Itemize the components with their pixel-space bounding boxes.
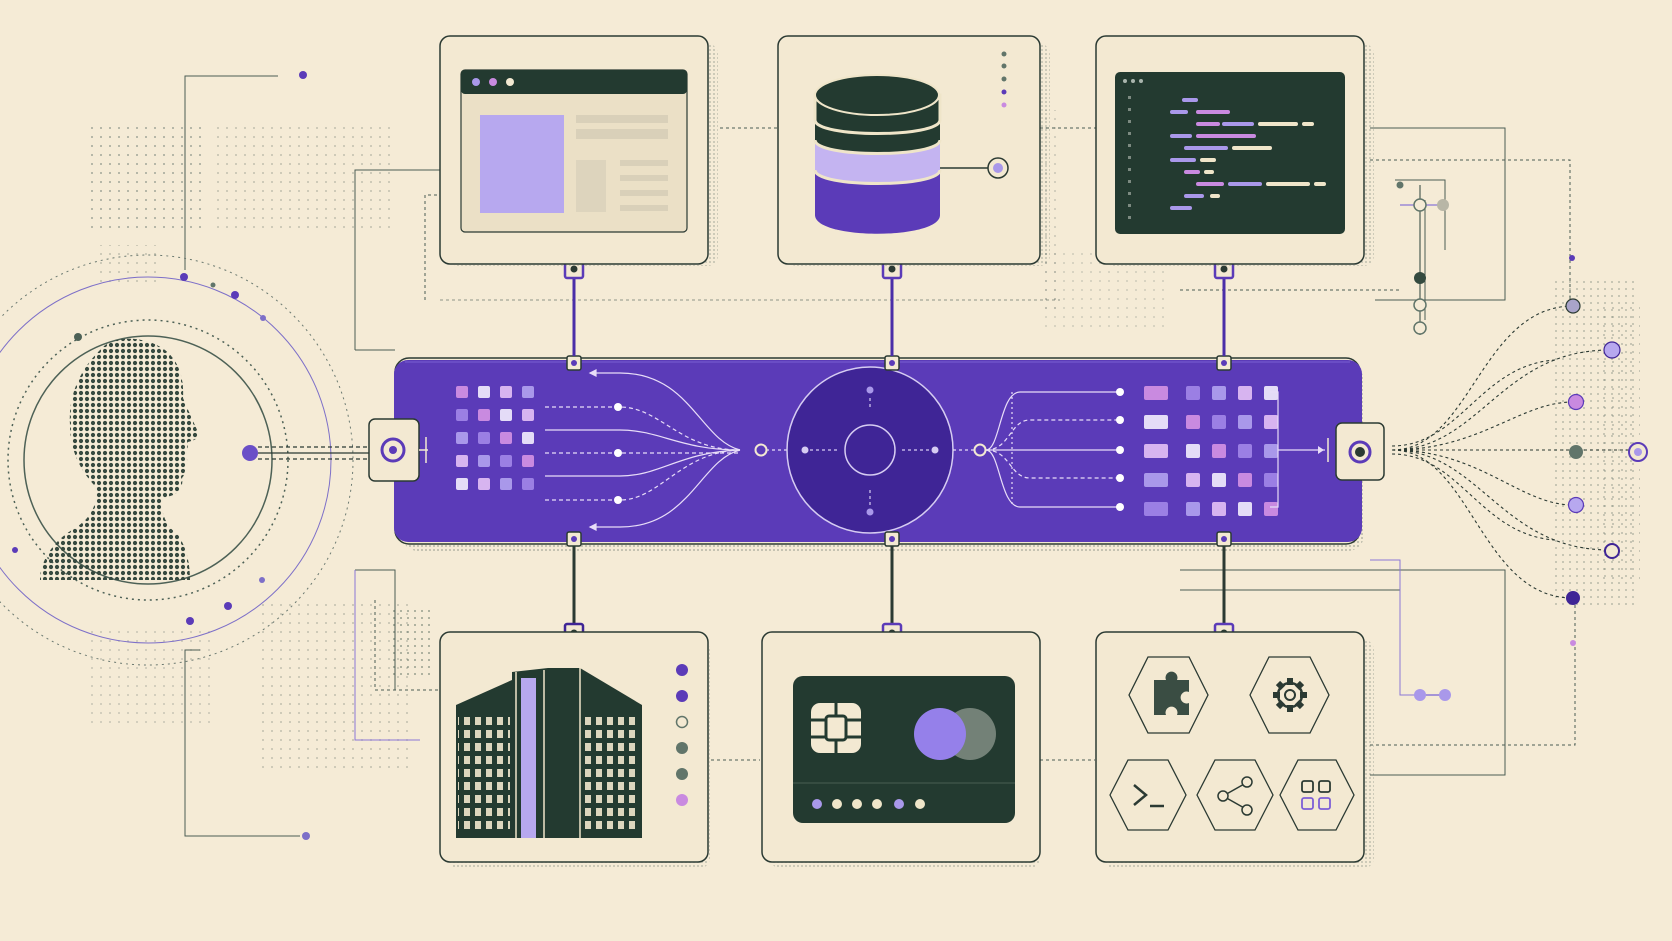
- grid-cell: [522, 432, 534, 444]
- routing-hub-icon: [786, 366, 954, 534]
- grid-cell: [1144, 502, 1168, 516]
- grid-cell: [1144, 386, 1168, 400]
- gear-icon: [1273, 678, 1307, 712]
- grid-cell: [1264, 473, 1278, 487]
- grid-cell: [1238, 415, 1252, 429]
- fan-out-outputs-icon: [1391, 255, 1648, 646]
- grid-cell: [1264, 444, 1278, 458]
- integrations-card: [1095, 631, 1374, 868]
- ingress-port: [368, 418, 428, 482]
- background-dot-fields: [86, 110, 1640, 770]
- grid-cell: [1212, 502, 1226, 516]
- grid-cell: [1264, 386, 1278, 400]
- office-building-card: [439, 631, 710, 868]
- payment-card-card: [761, 631, 1041, 868]
- grid-cell: [1264, 415, 1278, 429]
- grid-cell: [522, 386, 534, 398]
- outgoing-response-grid: [1144, 386, 1278, 516]
- grid-cell: [1212, 473, 1226, 487]
- web-app-card: [439, 35, 718, 266]
- browser-window-icon: [460, 69, 688, 233]
- grid-cell: [1212, 386, 1226, 400]
- grid-cell: [1186, 473, 1200, 487]
- grid-cell: [456, 432, 468, 444]
- grid-cell: [1186, 502, 1200, 516]
- grid-cell: [478, 386, 490, 398]
- puzzle-icon: [1154, 671, 1189, 715]
- grid-cell: [478, 409, 490, 421]
- incoming-routing-lines: [545, 369, 790, 531]
- grid-cell: [478, 455, 490, 467]
- grid-cell: [500, 455, 512, 467]
- grid-cell: [1212, 415, 1226, 429]
- share-icon: [1217, 776, 1253, 816]
- user-silhouette-icon: [40, 338, 199, 580]
- credit-card-icon: [793, 676, 1015, 823]
- code-editor-icon: [1115, 72, 1345, 234]
- chip-icon: [811, 703, 861, 753]
- grid-cell: [500, 432, 512, 444]
- grid-cell: [478, 478, 490, 490]
- grid-cell: [478, 432, 490, 444]
- grid-cell: [1238, 502, 1252, 516]
- grid-cell: [1186, 444, 1200, 458]
- grid-cell: [456, 386, 468, 398]
- grid-cell: [522, 409, 534, 421]
- grid-cell: [1238, 473, 1252, 487]
- terminal-icon: [1133, 784, 1164, 808]
- grid-cell: [1144, 473, 1168, 487]
- database-card: [777, 35, 1050, 266]
- grid-cell: [500, 409, 512, 421]
- user-node: [0, 71, 370, 840]
- grid-cell: [522, 455, 534, 467]
- code-editor-card: [1095, 35, 1374, 266]
- grid-cell: [1144, 444, 1168, 458]
- card-number-dots: [812, 799, 925, 809]
- database-icon: [813, 74, 1009, 234]
- grid-cell: [1212, 444, 1226, 458]
- egress-port: [1327, 422, 1385, 481]
- grid-cell: [500, 386, 512, 398]
- outgoing-routing-lines: [985, 391, 1120, 508]
- status-dots: [675, 664, 689, 806]
- gateway-bar: [368, 355, 1385, 551]
- building-icon: [456, 668, 642, 838]
- grid-cell: [1186, 386, 1200, 400]
- grid-cell: [456, 478, 468, 490]
- grid-cell: [456, 409, 468, 421]
- grid-cell: [522, 478, 534, 490]
- right-node-column-top: [1396, 181, 1449, 335]
- grid-cell: [456, 455, 468, 467]
- apps-grid-icon: [1301, 780, 1331, 810]
- grid-cell: [1238, 386, 1252, 400]
- grid-cell: [1186, 415, 1200, 429]
- grid-cell: [1144, 415, 1168, 429]
- background-connector-lines: [184, 75, 1576, 837]
- incoming-request-grid: [456, 386, 534, 490]
- right-node-pair-bottom: [1414, 689, 1451, 701]
- grid-cell: [500, 478, 512, 490]
- grid-cell: [1264, 502, 1278, 516]
- grid-cell: [1238, 444, 1252, 458]
